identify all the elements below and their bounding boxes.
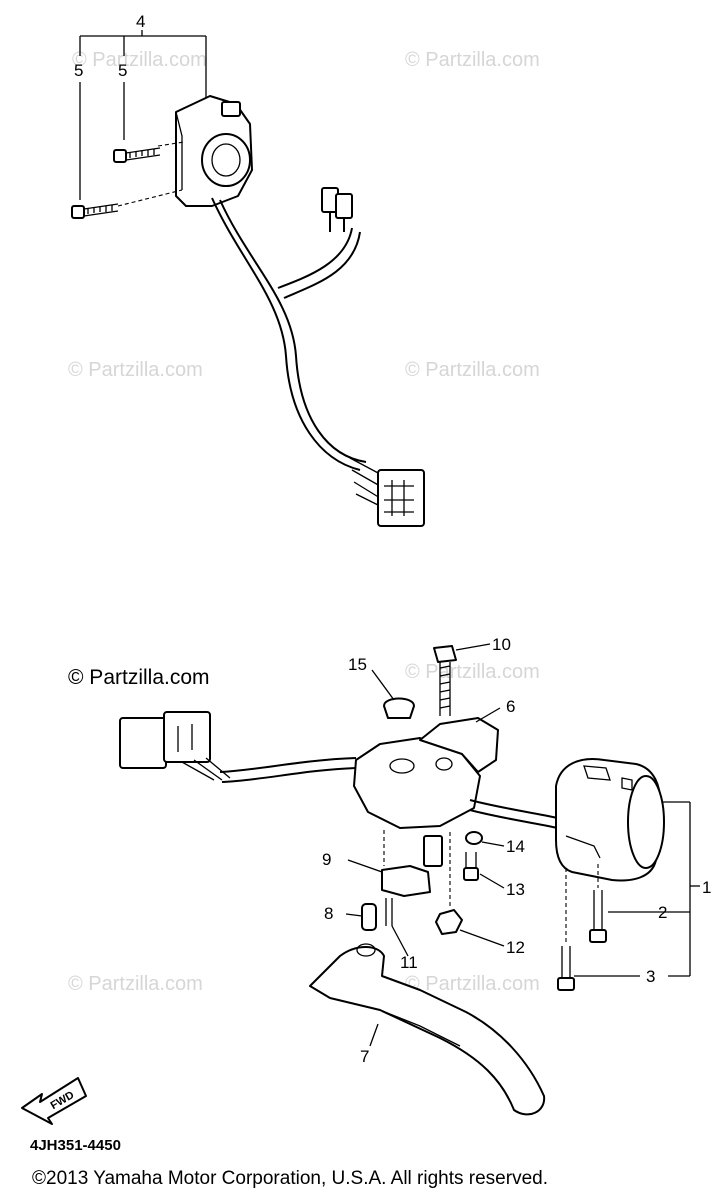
watermark: © Partzilla.com (68, 973, 203, 995)
watermark: © Partzilla.com (405, 49, 540, 71)
callout-6: 6 (506, 697, 515, 716)
callout-1: 1 (702, 878, 711, 897)
watermark-strong: © Partzilla.com (68, 666, 210, 689)
watermark: © Partzilla.com (68, 359, 203, 381)
callout-14: 14 (506, 837, 525, 856)
diagram-code: 4JH351-4450 (30, 1137, 121, 1154)
clutch-lever-assembly (119, 645, 665, 1116)
callout-5: 5 (118, 61, 127, 80)
watermark: © Partzilla.com (405, 973, 540, 995)
callout-10: 10 (492, 635, 511, 654)
callout-9: 9 (322, 850, 331, 869)
callout-12: 12 (506, 938, 525, 957)
watermark: © Partzilla.com (405, 359, 540, 381)
copyright-notice: ©2013 Yamaha Motor Corporation, U.S.A. A… (32, 1168, 548, 1189)
callout-8: 8 (324, 904, 333, 923)
callout-3: 3 (646, 967, 655, 986)
handlebar-switch-upper (71, 30, 425, 527)
callout-7: 7 (360, 1047, 369, 1066)
watermark: © Partzilla.com (72, 49, 207, 71)
screw (71, 203, 119, 219)
callout-5: 5 (74, 61, 83, 80)
watermark: © Partzilla.com (405, 661, 540, 683)
callout-2: 2 (658, 903, 667, 922)
callout-4: 4 (136, 12, 145, 31)
callout-13: 13 (506, 880, 525, 899)
leader-lines (345, 643, 700, 1047)
fwd-arrow-icon: FWD (21, 1077, 87, 1125)
screw (113, 147, 161, 163)
callout-15: 15 (348, 655, 367, 674)
callout-11: 11 (400, 953, 418, 972)
